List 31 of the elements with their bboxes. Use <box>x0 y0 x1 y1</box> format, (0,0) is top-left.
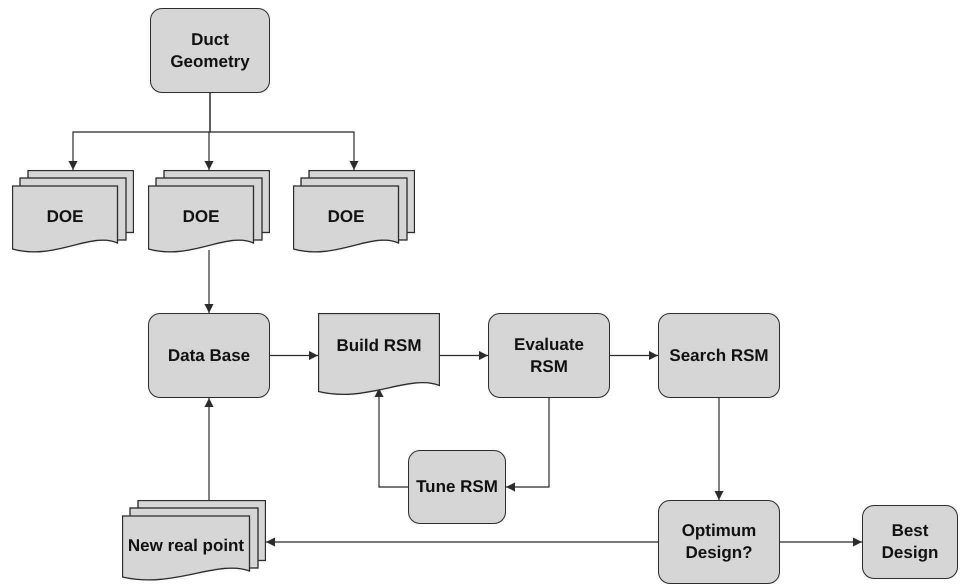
arrow <box>270 351 318 360</box>
arrow <box>714 398 724 500</box>
arrow <box>209 93 358 170</box>
arrow <box>610 351 658 360</box>
arrow <box>780 538 862 546</box>
arrow <box>266 538 658 546</box>
process-box <box>408 450 506 524</box>
process-box <box>488 313 610 398</box>
document-shape <box>318 313 440 398</box>
node-label: Evaluate RSM <box>513 334 585 378</box>
process-box <box>658 500 780 584</box>
node-label: DOE <box>328 206 364 228</box>
node-label: Optimum Design? <box>680 520 758 564</box>
node-label: Best Design <box>880 520 940 564</box>
node-label: Build RSM <box>336 334 422 356</box>
arrow <box>374 388 408 488</box>
arrow <box>204 250 214 313</box>
node-label: DOE <box>46 206 84 228</box>
node-label: Search RSM <box>668 344 770 366</box>
node-label: New real point <box>128 535 244 557</box>
arrow <box>204 398 214 500</box>
node-label: Tune RSM <box>415 476 499 498</box>
arrow <box>506 398 550 492</box>
node-label: DOE <box>182 206 220 228</box>
process-box <box>150 8 270 93</box>
arrow <box>440 351 488 360</box>
process-box <box>658 313 780 398</box>
node-label: Data Base <box>166 344 252 366</box>
process-box <box>862 505 958 579</box>
process-box <box>148 313 270 398</box>
node-label: Duct Geometry <box>169 28 251 72</box>
